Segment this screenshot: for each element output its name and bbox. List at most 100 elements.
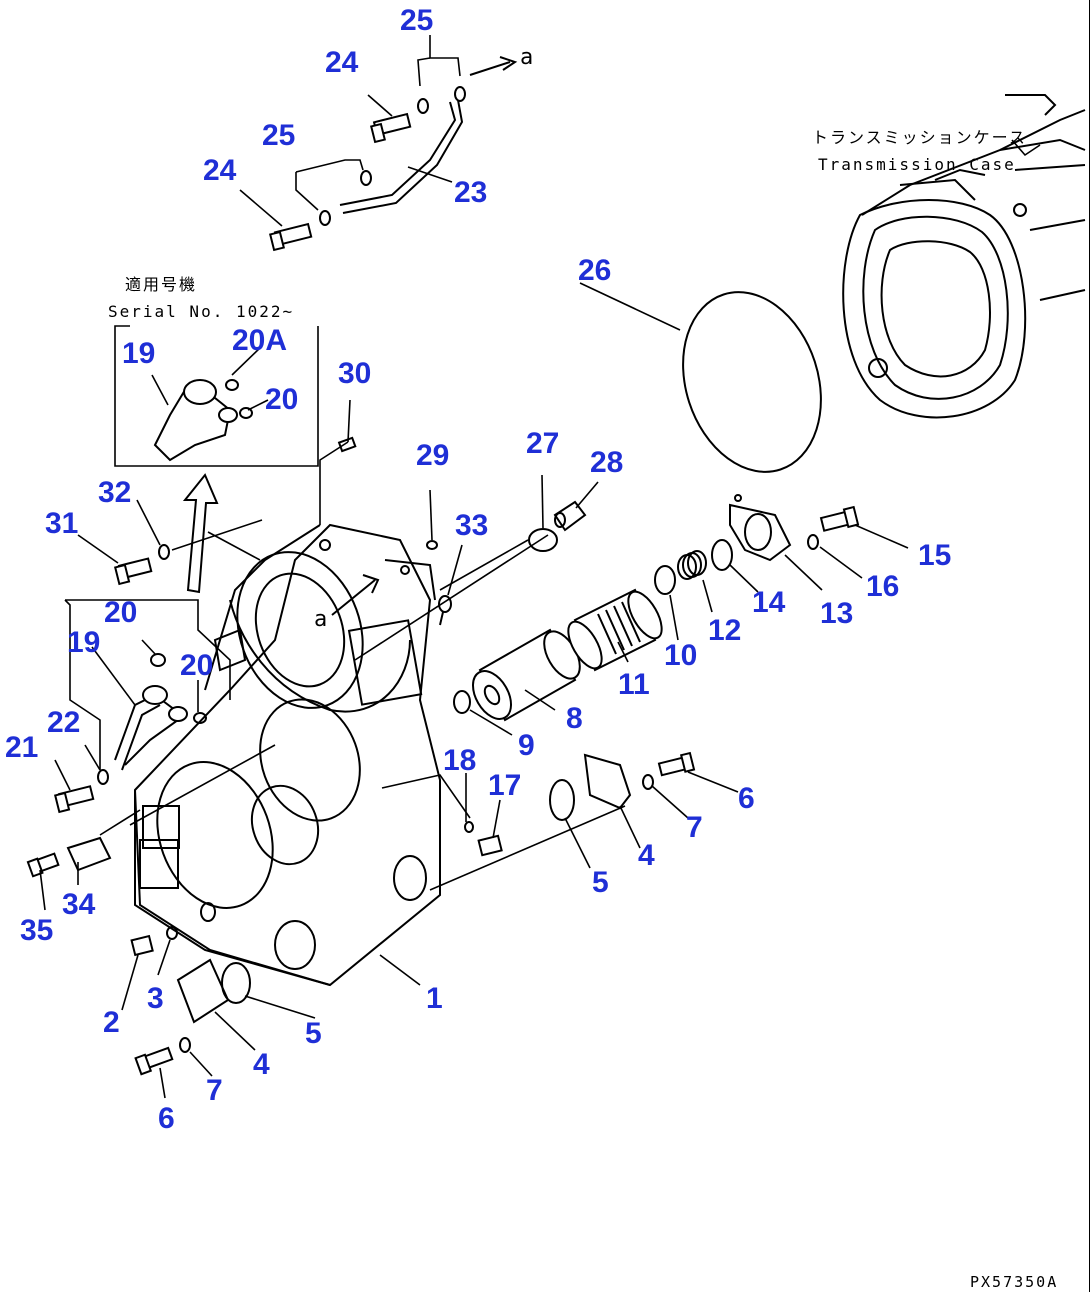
callout-9: 9	[518, 729, 535, 762]
callout-11: 11	[618, 668, 650, 701]
callout-19-inset: 19	[122, 337, 155, 370]
bolt-24-lower	[269, 222, 313, 252]
bolt-6-right	[657, 751, 696, 777]
o-ring-18	[464, 821, 474, 833]
callout-33: 33	[455, 509, 488, 542]
bolt-6-left	[134, 1046, 174, 1076]
transmission-case-drawing	[842, 94, 1086, 419]
callout-10: 10	[664, 639, 697, 672]
pipe-19-lower	[114, 685, 188, 771]
bolt-15	[819, 505, 860, 532]
washer-7-left	[179, 1037, 191, 1053]
callout-12: 12	[708, 614, 741, 647]
callout-7-left: 7	[206, 1074, 223, 1107]
callout-25-top: 25	[400, 4, 433, 37]
plug-29	[426, 540, 438, 550]
callout-7-right: 7	[686, 811, 703, 844]
callout-5-left: 5	[305, 1017, 322, 1050]
o-ring-3	[166, 926, 178, 940]
callout-34: 34	[62, 888, 96, 921]
dowel-30	[337, 436, 357, 453]
callout-numbers: 25 24 25 24 23 26 19 20A 20 30 29 27 28 …	[5, 4, 951, 1135]
breather-28	[553, 500, 587, 532]
washer-32	[158, 544, 170, 560]
callout-2: 2	[103, 1006, 120, 1039]
washer-22	[97, 769, 109, 785]
callout-19-lower: 19	[67, 626, 100, 659]
callout-25-mid: 25	[262, 119, 295, 152]
pump-case-housing	[134, 523, 441, 987]
callout-13: 13	[820, 597, 853, 630]
callout-14: 14	[752, 586, 786, 619]
callout-16: 16	[866, 570, 899, 603]
callout-17: 17	[488, 769, 521, 802]
gasket-25-upper-a	[417, 98, 429, 114]
elbow-33	[438, 595, 452, 626]
callout-26: 26	[578, 254, 611, 287]
gasket-25-lower-a	[319, 210, 331, 226]
callout-5-right: 5	[592, 866, 609, 899]
cover-4-left	[176, 958, 230, 1024]
bolt-35	[26, 852, 60, 878]
callout-20-lower-b: 20	[180, 649, 213, 682]
gasket-25-upper-b	[454, 86, 466, 102]
callout-6-right: 6	[738, 782, 755, 815]
callout-22: 22	[47, 706, 80, 739]
callout-18: 18	[443, 744, 476, 777]
callout-3: 3	[147, 982, 164, 1015]
callout-21: 21	[5, 731, 38, 764]
callout-32: 32	[98, 476, 131, 509]
cover-4-right	[583, 753, 632, 810]
callout-28: 28	[590, 446, 623, 479]
callout-35: 35	[20, 914, 53, 947]
pipe-23	[339, 99, 464, 214]
callout-29: 29	[416, 439, 449, 472]
callout-4-right: 4	[638, 839, 655, 872]
transmission-note-jp: トランスミッションケース	[812, 128, 1027, 147]
callout-30: 30	[338, 357, 371, 390]
gasket-5-right	[549, 779, 575, 821]
spring-12	[677, 550, 707, 580]
leader-lines	[39, 35, 1041, 1099]
o-ring-20-lower-b	[193, 712, 207, 724]
callout-24-top: 24	[325, 46, 359, 79]
o-ring-20-lower-a	[150, 653, 166, 667]
callout-27: 27	[526, 427, 559, 460]
arrow-ref-label-case: a	[314, 607, 329, 632]
callout-20-inset: 20	[265, 383, 298, 416]
gasket-25-lower-b	[360, 170, 372, 186]
filter-11	[567, 588, 663, 672]
arrow-a-top	[469, 56, 518, 76]
inset-serial-box	[114, 325, 319, 467]
callout-24-mid: 24	[203, 154, 237, 187]
arrow-a-case	[331, 574, 380, 616]
callout-8: 8	[566, 702, 583, 735]
plug-2	[130, 934, 154, 957]
callout-4-left: 4	[253, 1048, 270, 1081]
serial-note-jp: 適用号機	[125, 275, 197, 294]
washer-7-right	[642, 774, 654, 790]
callout-31: 31	[45, 507, 78, 540]
serial-note-en: Serial No. 1022~	[108, 302, 294, 321]
plug-17	[477, 834, 503, 857]
bolt-24-upper	[370, 112, 412, 144]
callout-20-lower-a: 20	[104, 596, 137, 629]
filter-element-8	[472, 628, 581, 722]
callout-23: 23	[454, 176, 487, 209]
cover-13	[729, 494, 792, 562]
o-ring-14	[711, 539, 733, 571]
gasket-5-left	[221, 962, 251, 1004]
plug-27	[528, 528, 558, 552]
callout-15: 15	[918, 539, 951, 572]
drawing-code: PX57350A	[970, 1273, 1058, 1291]
o-ring-10	[654, 565, 676, 595]
o-ring-9	[453, 690, 471, 714]
callout-1: 1	[426, 982, 443, 1015]
transmission-note-en: Transmission Case	[818, 155, 1016, 174]
callout-20a: 20A	[232, 324, 287, 357]
bolt-21	[54, 785, 95, 814]
reference-arrow-up	[182, 473, 219, 594]
washer-16	[807, 534, 819, 550]
bolt-31	[114, 557, 153, 586]
